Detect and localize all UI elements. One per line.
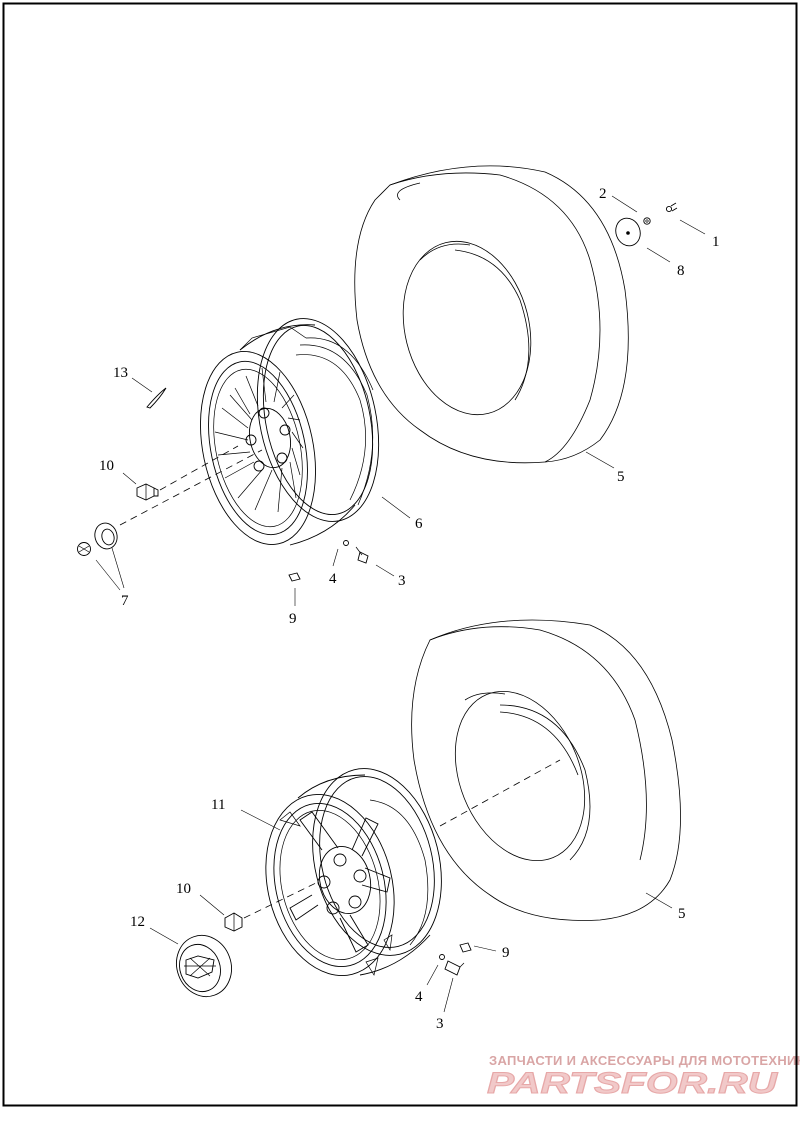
washer-small bbox=[643, 217, 651, 225]
callout-10-bottom: 10 bbox=[176, 881, 191, 897]
valve-stem-bottom bbox=[439, 954, 465, 976]
wheel-top bbox=[200, 318, 380, 546]
callout-9-bottom: 9 bbox=[502, 945, 510, 961]
center-cap-bottom bbox=[176, 934, 232, 998]
callout-11: 11 bbox=[211, 797, 225, 813]
callout-13: 13 bbox=[113, 365, 128, 381]
callout-9-top: 9 bbox=[289, 611, 297, 627]
callout-8: 8 bbox=[677, 263, 685, 279]
callout-2: 2 bbox=[599, 186, 607, 202]
screw-small bbox=[665, 202, 678, 213]
tire-bottom bbox=[411, 619, 681, 921]
valve-stem-top bbox=[343, 540, 369, 564]
callout-12: 12 bbox=[130, 914, 145, 930]
valve-cap-top bbox=[288, 572, 301, 582]
callout-5-top: 5 bbox=[617, 469, 625, 485]
callout-10-top: 10 bbox=[99, 458, 114, 474]
callout-3-bottom: 3 bbox=[436, 1016, 444, 1032]
callout-1: 1 bbox=[712, 234, 720, 250]
callout-4-top: 4 bbox=[329, 571, 337, 587]
center-cap-emblem bbox=[77, 542, 91, 556]
callout-6: 6 bbox=[415, 516, 423, 532]
callout-5-bottom: 5 bbox=[678, 906, 686, 922]
lug-nut-top bbox=[136, 483, 159, 501]
watermark-tagline: ЗАПЧАСТИ И АКСЕССУАРЫ ДЛЯ МОТОТЕХНИКИ bbox=[489, 1053, 800, 1068]
center-cap-ring bbox=[94, 522, 118, 550]
callout-4-bottom: 4 bbox=[415, 989, 423, 1005]
lug-nut-bottom bbox=[224, 912, 243, 932]
watermark-logo: PARTSFOR.RU bbox=[487, 1067, 779, 1100]
balance-weight bbox=[146, 387, 167, 409]
hub-cap-plate bbox=[615, 217, 641, 247]
valve-cap-bottom bbox=[459, 942, 472, 953]
callout-3-top: 3 bbox=[398, 573, 406, 589]
tire-top bbox=[354, 165, 629, 464]
callout-7: 7 bbox=[121, 593, 129, 609]
diagram-border bbox=[2, 2, 798, 1107]
wheel-bottom bbox=[265, 768, 442, 976]
